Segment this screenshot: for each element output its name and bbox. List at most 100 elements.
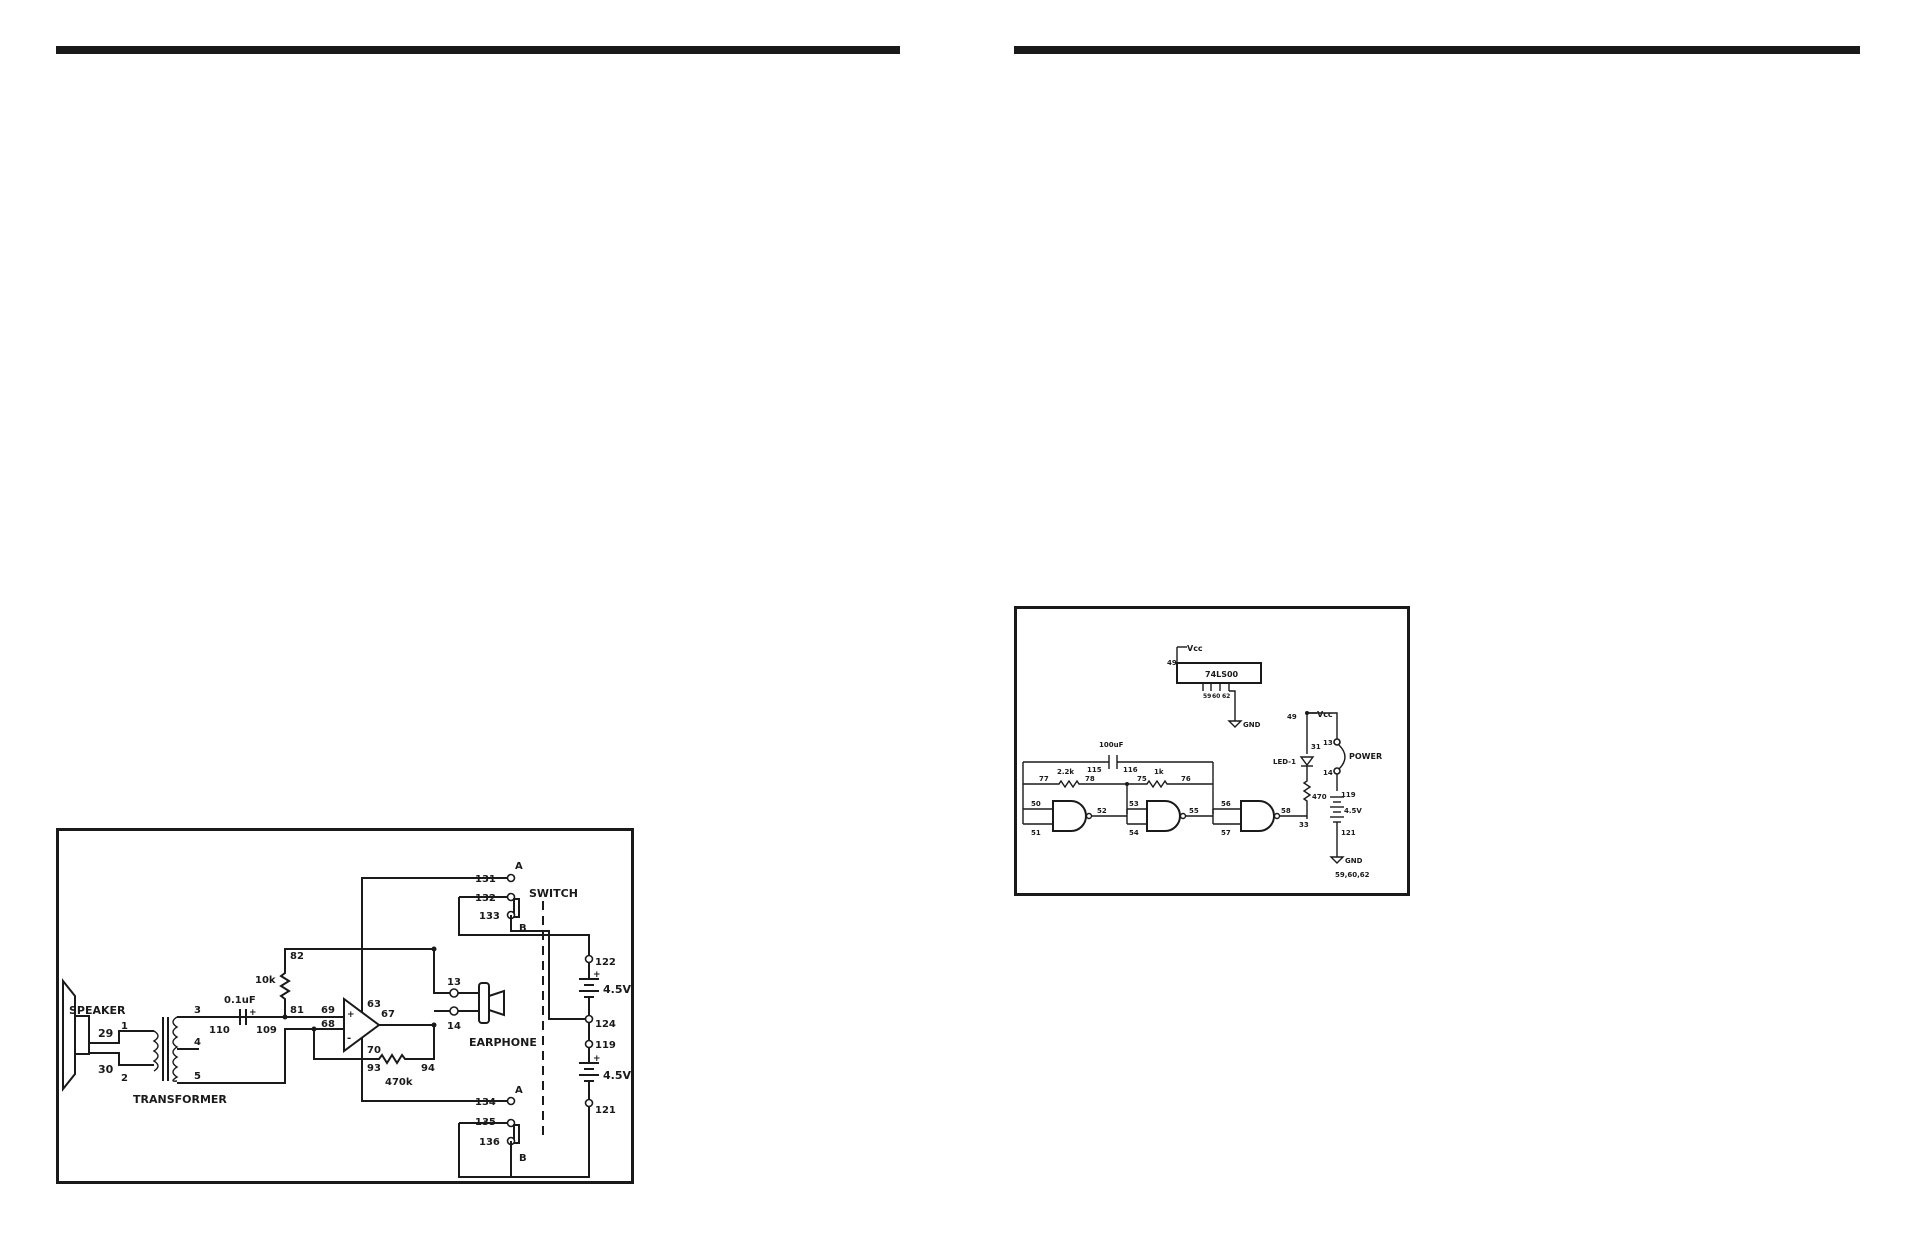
gnd-top-label: GND — [1243, 721, 1261, 729]
node-70: 70 — [367, 1045, 381, 1056]
rnode-59: 59 — [1203, 693, 1211, 700]
rnode-60: 60 — [1212, 693, 1220, 700]
rnode-75: 75 — [1137, 775, 1147, 783]
rnode-78: 78 — [1085, 775, 1095, 783]
node-4: 4 — [194, 1037, 201, 1048]
chip-label: 74LS00 — [1205, 670, 1239, 679]
transformer-label: TRANSFORMER — [133, 1093, 227, 1106]
node-109: 109 — [256, 1025, 277, 1036]
r-470-label: 470 — [1312, 793, 1327, 801]
node-63: 63 — [367, 999, 381, 1010]
rnode-77: 77 — [1039, 775, 1049, 783]
gnd-pins-label: 59,60,62 — [1335, 871, 1370, 879]
rnode-51: 51 — [1031, 829, 1041, 837]
node-14: 14 — [447, 1021, 461, 1032]
node-81: 81 — [290, 1005, 304, 1016]
node-67: 67 — [381, 1009, 395, 1020]
node-94: 94 — [421, 1063, 435, 1074]
battery-top-voltage: 4.5V — [603, 983, 631, 996]
power-label: POWER — [1349, 752, 1382, 761]
rnode-56: 56 — [1221, 800, 1231, 808]
rnode-76: 76 — [1181, 775, 1191, 783]
rnode-50: 50 — [1031, 800, 1041, 808]
ground-icon-top — [1227, 720, 1243, 728]
power-switch-icon — [1338, 744, 1346, 770]
chip-74ls00 — [1176, 662, 1262, 684]
ground-icon-bottom — [1329, 856, 1345, 864]
battery-top-plus: + — [593, 970, 601, 980]
rnode-33: 33 — [1299, 821, 1309, 829]
rnode-49a: 49 — [1167, 659, 1177, 667]
rnode-54: 54 — [1129, 829, 1139, 837]
node-135: 135 — [475, 1117, 496, 1128]
nand-gate-2 — [1146, 800, 1181, 832]
battery-bottom-voltage: 4.5V — [603, 1069, 631, 1082]
gnd-bottom-label: GND — [1345, 857, 1363, 865]
node-131: 131 — [475, 874, 496, 885]
battery-right-voltage: 4.5V — [1344, 807, 1362, 815]
top-rule-right — [1014, 46, 1860, 54]
node-1: 1 — [121, 1021, 128, 1032]
switch-label: SWITCH — [529, 887, 578, 900]
switch-b-top: B — [519, 923, 527, 934]
nand-gate-3 — [1240, 800, 1275, 832]
vcc-top-label: Vcc — [1187, 644, 1203, 653]
switch-a-bottom: A — [515, 1085, 523, 1096]
speaker-symbol — [62, 978, 90, 1092]
node-134: 134 — [475, 1097, 496, 1108]
node-29: 29 — [98, 1027, 113, 1040]
node-2: 2 — [121, 1073, 128, 1084]
cap-plus: + — [249, 1008, 257, 1018]
r-10k-label: 10k — [255, 975, 276, 986]
switch-b-bottom: B — [519, 1153, 527, 1164]
rnode-121: 121 — [1341, 829, 1356, 837]
battery-bottom-plus: + — [593, 1054, 601, 1064]
switch-a-top: A — [515, 861, 523, 872]
node-68: 68 — [321, 1019, 335, 1030]
node-3: 3 — [194, 1005, 201, 1016]
earphone-icon — [478, 982, 505, 1024]
node-93: 93 — [367, 1063, 381, 1074]
cap-100uf-label: 100uF — [1099, 741, 1124, 749]
opamp-minus: - — [347, 1033, 351, 1044]
opamp-plus: + — [347, 1010, 355, 1020]
node-30: 30 — [98, 1063, 114, 1076]
battery-right — [1330, 796, 1344, 823]
rnode-14: 14 — [1323, 769, 1333, 777]
flasher-schematic-panel: Vcc 49 74LS00 59 60 62 GND 49 Vcc 31 LED… — [1014, 606, 1410, 896]
earphone-label: EARPHONE — [469, 1036, 537, 1049]
rnode-13: 13 — [1323, 739, 1333, 747]
node-121: 121 — [595, 1105, 616, 1116]
speaker-label: SPEAKER — [69, 1004, 126, 1017]
node-119: 119 — [595, 1040, 616, 1051]
node-132: 132 — [475, 893, 496, 904]
rnode-31: 31 — [1311, 743, 1321, 751]
battery-bottom — [579, 1047, 599, 1101]
node-82: 82 — [290, 951, 304, 962]
node-69: 69 — [321, 1005, 335, 1016]
r-2-2k-label: 2.2k — [1057, 768, 1074, 776]
node-122: 122 — [595, 957, 616, 968]
rnode-119: 119 — [1341, 791, 1356, 799]
amplifier-schematic-panel: SPEAKER 29 30 1 2 TRANSFORMER 3 4 5 + 0.… — [56, 828, 634, 1184]
r-470k-label: 470k — [385, 1077, 413, 1088]
nand-gate-1 — [1052, 800, 1087, 832]
led-icon — [1299, 756, 1315, 767]
node-124: 124 — [595, 1019, 616, 1030]
transformer-symbol — [152, 1016, 179, 1082]
rnode-53: 53 — [1129, 800, 1139, 808]
flasher-schematic: Vcc 49 74LS00 59 60 62 GND 49 Vcc 31 LED… — [1022, 644, 1382, 879]
rnode-62: 62 — [1222, 693, 1230, 700]
led-label: LED-1 — [1273, 758, 1296, 766]
cap-0-1uf-label: 0.1uF — [224, 995, 256, 1006]
amplifier-schematic: SPEAKER 29 30 1 2 TRANSFORMER 3 4 5 + 0.… — [62, 861, 631, 1178]
node-133: 133 — [479, 911, 500, 922]
rnode-58: 58 — [1281, 807, 1291, 815]
node-136: 136 — [479, 1137, 500, 1148]
rnode-55: 55 — [1189, 807, 1199, 815]
battery-top — [579, 959, 599, 1019]
rnode-52: 52 — [1097, 807, 1107, 815]
rnode-57: 57 — [1221, 829, 1231, 837]
rnode-116: 116 — [1123, 766, 1138, 774]
node-5: 5 — [194, 1071, 201, 1082]
